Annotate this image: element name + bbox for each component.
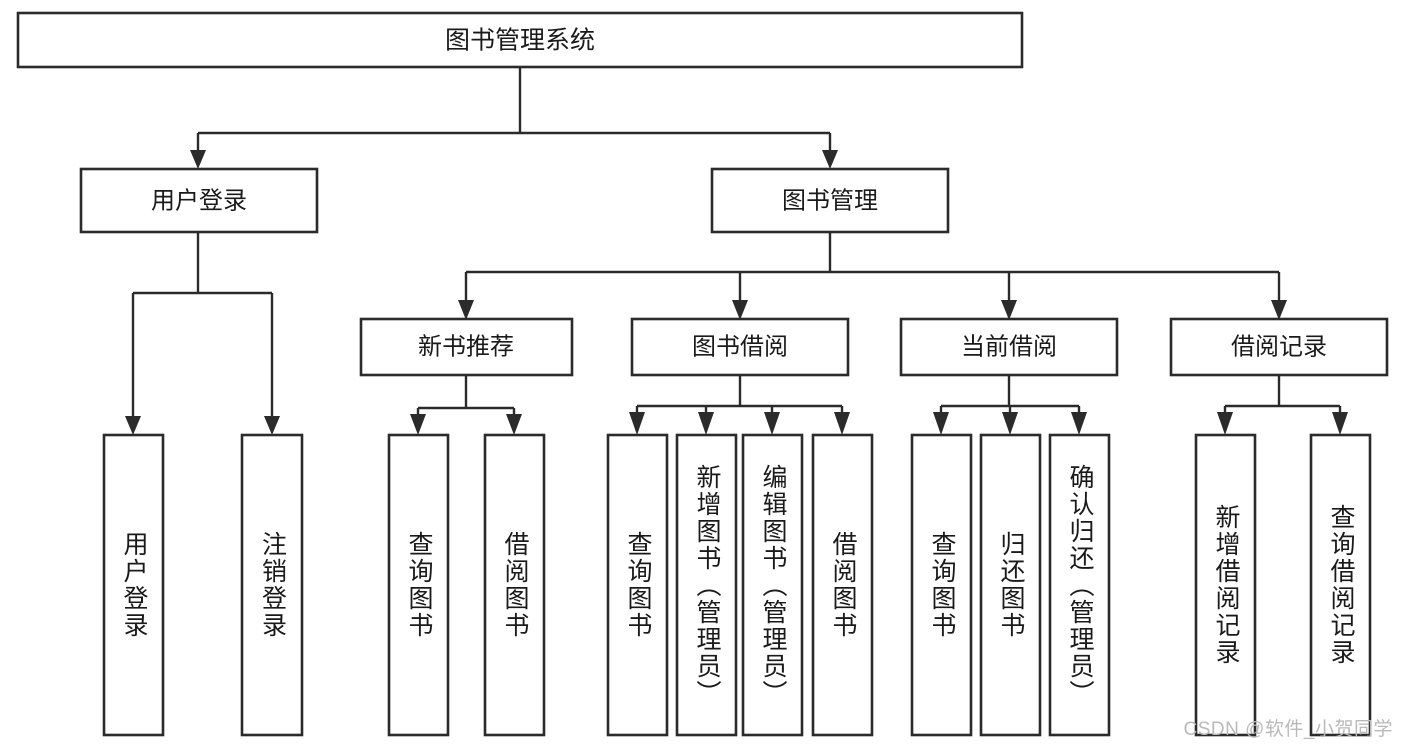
connector-group-current-borrow bbox=[933, 375, 1087, 435]
arrow-head-cb-leaf-3 bbox=[1071, 412, 1087, 435]
arrow-head-nb-leaf-1 bbox=[410, 414, 426, 435]
leaf-box-bb-edit-book[interactable] bbox=[741, 433, 804, 737]
connector-group-book-borrow bbox=[629, 375, 850, 435]
arrow-head-br-leaf-2 bbox=[1332, 412, 1348, 435]
leaf-box-bb-query-book[interactable] bbox=[606, 433, 669, 737]
node-borrow-record[interactable]: 借阅记录 bbox=[1169, 317, 1389, 377]
leaf-box-user-login[interactable] bbox=[102, 433, 165, 737]
leaf-box-br-add-record[interactable] bbox=[1194, 433, 1257, 737]
node-book-borrow[interactable]: 图书借阅 bbox=[630, 317, 850, 377]
connector-group-user-login bbox=[125, 232, 280, 435]
node-book-manage-label: 图书管理 bbox=[782, 187, 878, 214]
node-book-manage[interactable]: 图书管理 bbox=[710, 167, 950, 234]
node-borrow-record-box[interactable] bbox=[1169, 317, 1389, 377]
arrow-head-bb-leaf-4 bbox=[834, 412, 850, 435]
node-book-manage-box[interactable] bbox=[710, 167, 950, 234]
arrow-head-leaf-user-login bbox=[125, 416, 141, 435]
leaf-boxes-current-borrow bbox=[910, 433, 1111, 737]
arrow-head-br-leaf-1 bbox=[1217, 412, 1233, 435]
connector-group-root bbox=[190, 67, 838, 169]
leaf-box-cb-return-book[interactable] bbox=[979, 433, 1042, 737]
arrow-head-bb-leaf-2 bbox=[698, 412, 714, 435]
connector-group-borrow-record bbox=[1217, 375, 1348, 435]
connector-group-new-book bbox=[410, 375, 522, 435]
arrow-head-bb-leaf-3 bbox=[764, 412, 780, 435]
node-root-box[interactable] bbox=[16, 11, 1024, 69]
node-user-login-label: 用户登录 bbox=[151, 187, 247, 214]
arrow-head-nb-leaf-2 bbox=[506, 414, 522, 435]
arrow-head-current-borrow bbox=[1001, 300, 1017, 320]
node-user-login-box[interactable] bbox=[79, 167, 319, 234]
arrow-head-cb-leaf-1 bbox=[933, 412, 949, 435]
leaf-box-bb-borrow-book[interactable] bbox=[811, 433, 874, 737]
leaf-box-cb-confirm-return[interactable] bbox=[1048, 433, 1111, 737]
leaf-boxes-new-book-recommend bbox=[387, 433, 546, 737]
arrow-head-leaf-logout bbox=[264, 416, 280, 435]
leaf-boxes-book-borrow bbox=[606, 433, 874, 737]
leaf-box-logout[interactable] bbox=[240, 433, 304, 737]
node-user-login[interactable]: 用户登录 bbox=[79, 167, 319, 234]
arrow-head-bb-leaf-1 bbox=[629, 412, 645, 435]
arrow-head-book-borrow bbox=[732, 300, 748, 320]
leaf-box-br-query-record[interactable] bbox=[1309, 433, 1372, 737]
leaf-box-cb-query-book[interactable] bbox=[910, 433, 973, 737]
csdn-watermark: CSDN @软件_小贺同学 bbox=[1183, 719, 1393, 740]
arrow-head-borrow-record bbox=[1271, 300, 1287, 320]
arrow-head-cb-leaf-2 bbox=[1002, 412, 1018, 435]
node-current-borrow-label: 当前借阅 bbox=[961, 333, 1057, 360]
node-new-book-recommend-label: 新书推荐 bbox=[418, 333, 514, 360]
leaf-boxes-borrow-record bbox=[1194, 433, 1372, 737]
node-current-borrow[interactable]: 当前借阅 bbox=[899, 317, 1119, 377]
arrow-head-user-login bbox=[190, 150, 206, 169]
node-borrow-record-label: 借阅记录 bbox=[1231, 333, 1327, 360]
node-current-borrow-box[interactable] bbox=[899, 317, 1119, 377]
arrow-head-book-manage bbox=[822, 150, 838, 169]
connector-group-book-manage bbox=[458, 232, 1287, 320]
node-new-book-recommend-box[interactable] bbox=[359, 317, 574, 377]
node-book-borrow-box[interactable] bbox=[630, 317, 850, 377]
node-book-borrow-label: 图书借阅 bbox=[692, 333, 788, 360]
node-new-book-recommend[interactable]: 新书推荐 bbox=[359, 317, 574, 377]
node-root[interactable]: 图书管理系统 bbox=[16, 11, 1024, 69]
leaf-box-nb-query-book[interactable] bbox=[387, 433, 450, 737]
leaf-box-bb-add-book[interactable] bbox=[675, 433, 738, 737]
arrow-head-new-book bbox=[458, 300, 474, 320]
node-root-label: 图书管理系统 bbox=[445, 27, 595, 55]
leaf-boxes-user-login bbox=[102, 433, 304, 737]
leaf-box-nb-borrow-book[interactable] bbox=[483, 433, 546, 737]
